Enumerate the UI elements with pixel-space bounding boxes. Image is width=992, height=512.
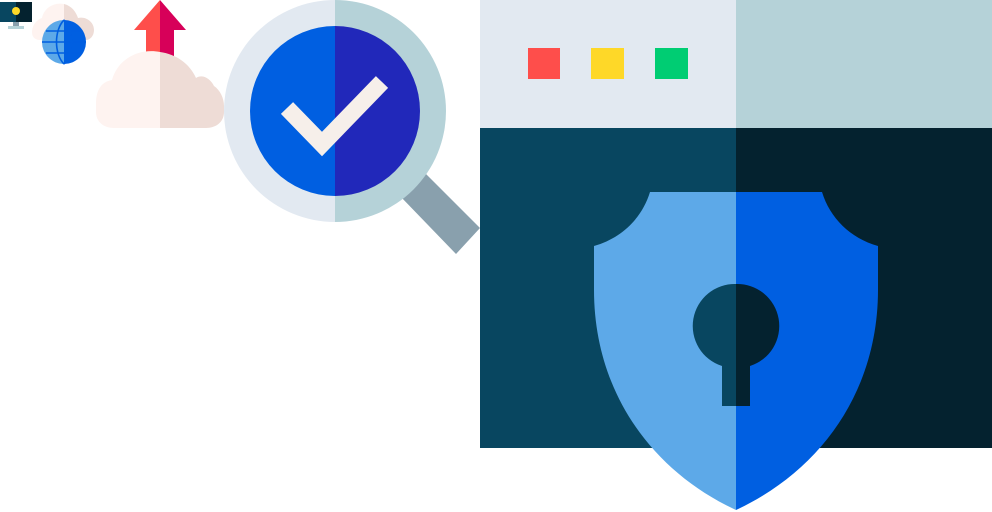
window-maximize-dot [655, 48, 688, 79]
window-minimize-dot [591, 48, 624, 79]
monitor-icon [0, 2, 32, 29]
sun-icon [12, 7, 20, 15]
monitor-screen-highlight [0, 2, 16, 22]
globe-cloud-icon [32, 3, 94, 65]
security-shield-icon [594, 192, 878, 510]
cloud-right-half [160, 52, 224, 128]
upload-arrow-left [134, 0, 160, 66]
magnifier-lens-right [335, 26, 420, 196]
keyhole-right [736, 283, 780, 406]
magnifier-handle [400, 172, 480, 254]
cloud-upload-icon [96, 0, 224, 129]
keyhole-icon [692, 283, 780, 406]
keyhole-left [692, 283, 736, 406]
shield-left-half [594, 192, 736, 510]
checkmark-icon [280, 76, 389, 157]
monitor-base [8, 26, 24, 29]
globe-meridians [42, 19, 86, 65]
browser-titlebar-right [736, 0, 992, 128]
upload-arrow-right [160, 0, 186, 66]
shield-right-half [736, 192, 878, 510]
magnifying-glass-icon [224, 0, 480, 254]
cloud-left-half [96, 51, 160, 129]
monitor-stand [13, 22, 19, 26]
window-close-dot [528, 48, 560, 79]
